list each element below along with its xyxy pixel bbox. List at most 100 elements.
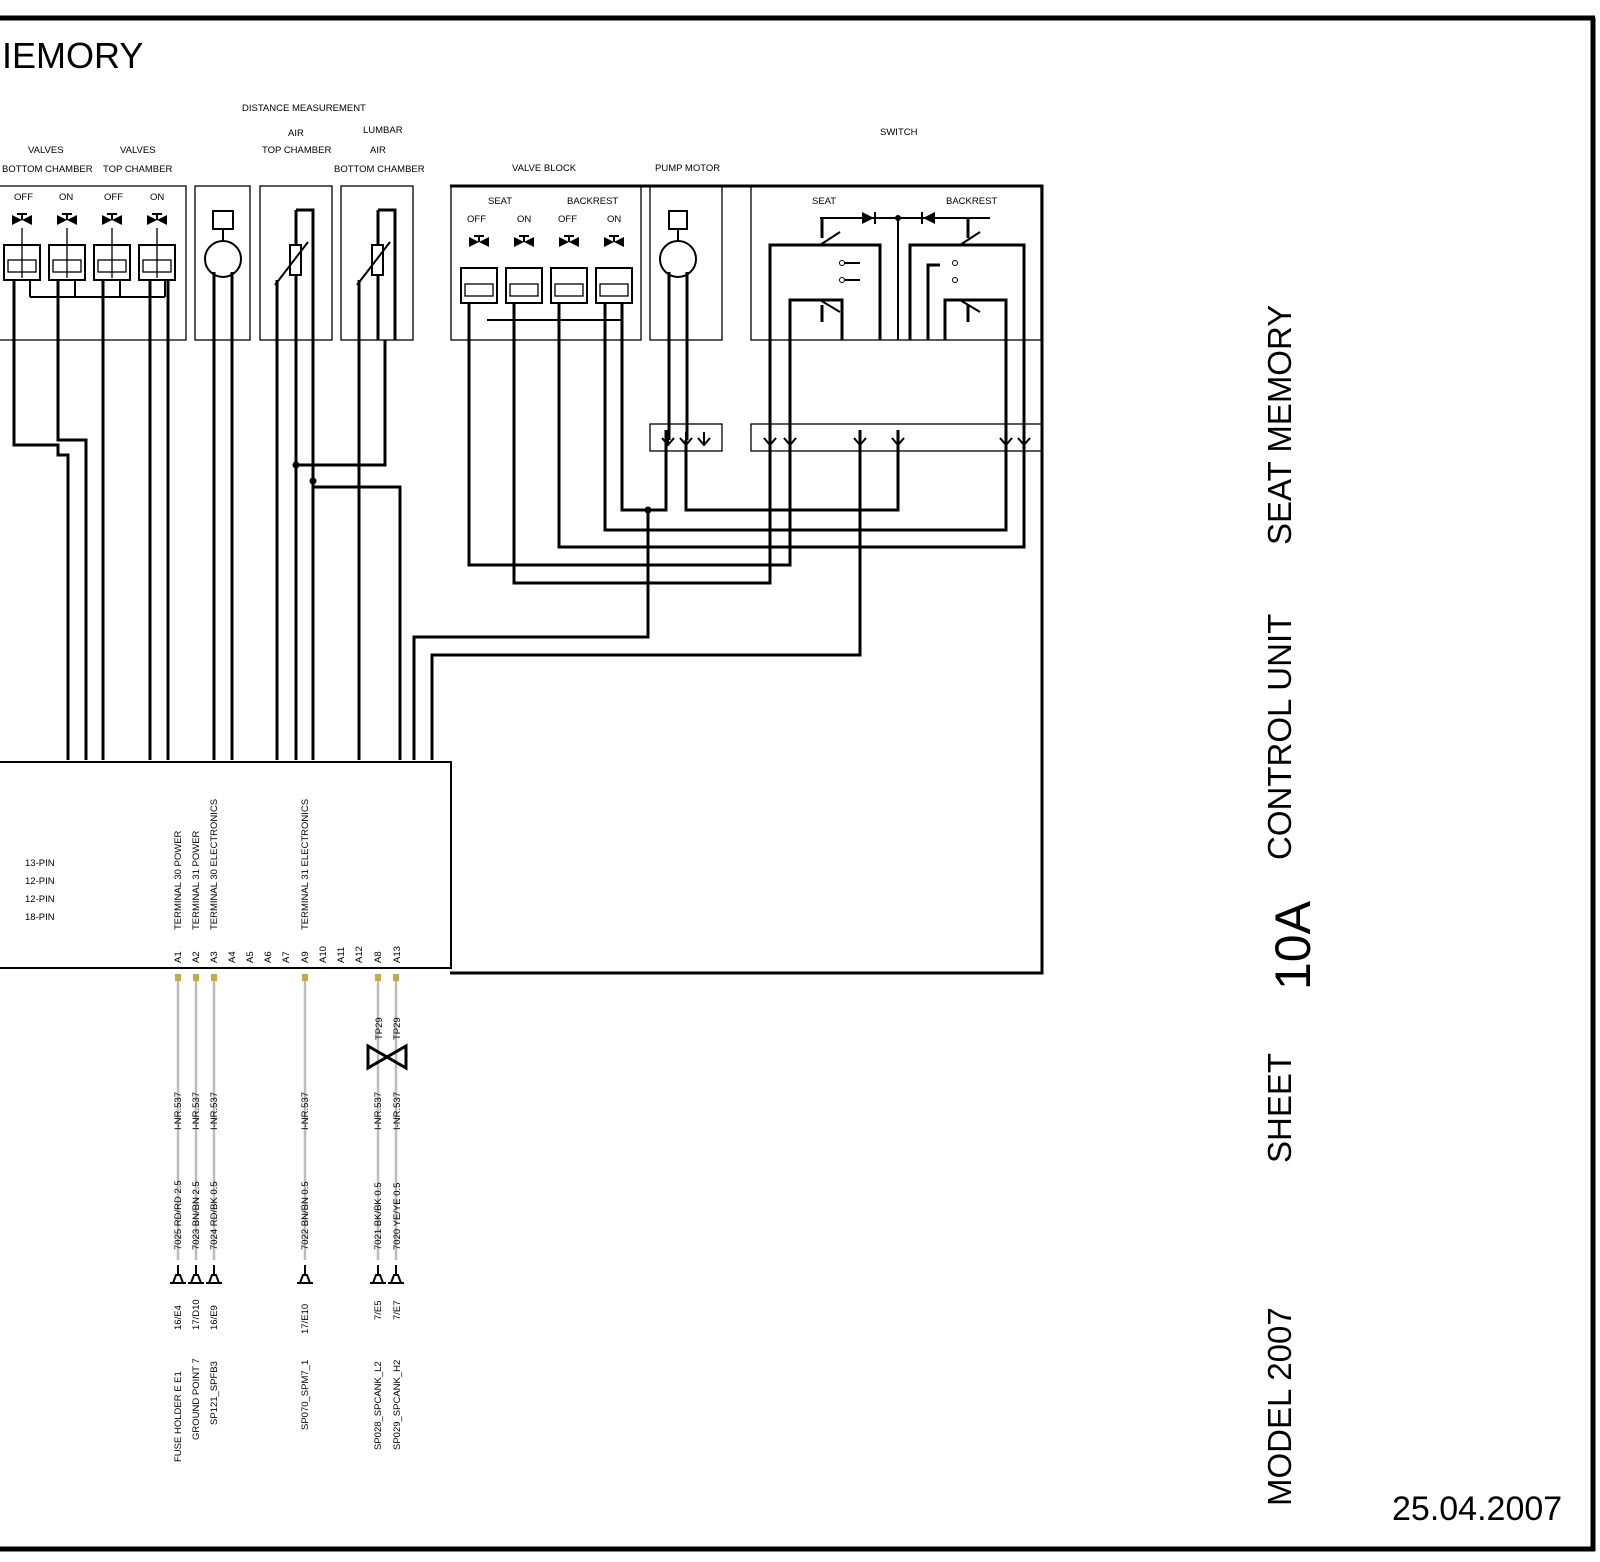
wire-a1-dest: FUSE HOLDER E E1 <box>173 1371 184 1462</box>
valve-block-state-4: ON <box>607 214 621 225</box>
pin-a8: A8 <box>373 951 384 963</box>
pin-a1: A1 <box>173 951 184 963</box>
wire-a9-dest: SP070_SPM7_1 <box>300 1360 311 1430</box>
wire-a9-harness: I-NR.537 <box>300 1092 311 1130</box>
terminal-label-a9: TERMINAL 31 ELECTRONICS <box>300 799 311 930</box>
header-bottom-chamber-1: BOTTOM CHAMBER <box>2 164 93 175</box>
wire-labels: I-NR.537 7025 RD/RD 2.5 16/E4 FUSE HOLDE… <box>173 1092 403 1462</box>
terminal-labels: TERMINAL 30 POWER TERMINAL 31 POWER TERM… <box>173 799 311 930</box>
wire-a9-ref: 17/E10 <box>300 1304 311 1334</box>
wire-a2-dest: GROUND POINT 7 <box>191 1358 202 1440</box>
valve-state-4: ON <box>150 192 164 203</box>
header-pump-motor: PUMP MOTOR <box>655 163 720 174</box>
switch-seat: SEAT <box>812 196 836 207</box>
valve-state-1: OFF <box>14 192 33 203</box>
section-headers: DISTANCE MEASUREMENT LUMBAR AIR AIR VALV… <box>2 103 918 175</box>
valve-state-labels: OFF ON OFF ON <box>14 192 164 203</box>
pin-a7: A7 <box>281 951 292 963</box>
valve-block-state-3: OFF <box>558 214 577 225</box>
pump-motor <box>412 185 900 760</box>
title-model: MODEL 2007 <box>1261 1307 1298 1506</box>
wire-a1-code: 7025 RD/RD 2.5 <box>173 1180 184 1250</box>
header-air-bottom: AIR <box>370 145 386 156</box>
external-wiring: TP29 TP29 <box>169 974 408 1284</box>
pin-a10: A10 <box>318 946 329 963</box>
pin-a9: A9 <box>300 951 311 963</box>
pin-a3: A3 <box>209 951 220 963</box>
title-fragment: IEMORY <box>2 35 143 76</box>
valve-coils-left <box>3 213 176 298</box>
tp-label-a13: TP29 <box>392 1017 403 1040</box>
wire-a9-code: 7022 BN/BN 0.5 <box>300 1181 311 1250</box>
pin-a5: A5 <box>245 951 256 963</box>
wire-a8-harness: I-NR.537 <box>373 1092 384 1130</box>
wire-a2-harness: I-NR.537 <box>191 1092 202 1130</box>
header-distance-measurement: DISTANCE MEASUREMENT <box>242 103 366 114</box>
connector-2: 12-PIN <box>25 876 55 887</box>
connector-labels: 13-PIN 12-PIN 12-PIN 18-PIN <box>25 858 55 923</box>
header-air-top: AIR <box>288 128 304 139</box>
lumbar-bottom-chamber-sensor <box>292 185 414 760</box>
title-sheet-number: 10A <box>1265 900 1321 990</box>
header-valves-2: VALVES <box>120 145 156 156</box>
terminal-label-a3: TERMINAL 30 ELECTRONICS <box>209 799 220 930</box>
valves-section: OFF ON OFF ON <box>0 185 187 760</box>
wire-a1: I-NR.537 7025 RD/RD 2.5 16/E4 FUSE HOLDE… <box>173 1092 184 1462</box>
valve-block-state-2: ON <box>517 214 531 225</box>
title-control-unit: CONTROL UNIT <box>1261 614 1298 860</box>
header-lumbar: LUMBAR <box>363 125 403 136</box>
switch-backrest: BACKREST <box>946 196 997 207</box>
header-valve-block: VALVE BLOCK <box>512 163 577 174</box>
control-unit-box: 13-PIN 12-PIN 12-PIN 18-PIN TERMINAL 30 … <box>0 761 452 969</box>
wire-a3: I-NR.537 7024 RD/BK 0.5 16/E9 SP121_SPFB… <box>209 1092 220 1425</box>
pin-a11: A11 <box>336 947 347 963</box>
pin-labels: A1 A2 A3 A4 A5 A6 A7 A9 A10 A11 A12 A8 A… <box>173 946 403 963</box>
title-date: 25.04.2007 <box>1392 1490 1562 1528</box>
wire-a8-ref: 7/E5 <box>373 1300 384 1320</box>
pin-a4: A4 <box>227 951 238 963</box>
page-frame <box>0 15 1596 1552</box>
wire-a2-code: 7023 BN/BN 2.5 <box>191 1181 202 1250</box>
valve-block-state-1: OFF <box>467 214 486 225</box>
wire-a13-dest: SP029_SPCANK_H2 <box>392 1360 403 1450</box>
wire-a3-code: 7024 RD/BK 0.5 <box>209 1181 220 1250</box>
header-bottom-chamber-2: BOTTOM CHAMBER <box>334 164 425 175</box>
connector-3: 12-PIN <box>25 894 55 905</box>
wire-a8: I-NR.537 7021 BK/BK 0.5 7/E5 SP028_SPCAN… <box>373 1092 384 1450</box>
wire-a13-code: 7020 YE/YE 0.5 <box>392 1183 403 1250</box>
valve-block-backrest: BACKREST <box>567 196 618 207</box>
wire-a3-dest: SP121_SPFB3 <box>209 1361 220 1425</box>
valve-block: SEAT BACKREST OFF ON OFF ON <box>450 185 1026 585</box>
title-seat-memory: SEAT MEMORY <box>1261 305 1298 545</box>
distance-sensor <box>194 185 251 760</box>
wire-a2: I-NR.537 7023 BN/BN 2.5 17/D10 GROUND PO… <box>191 1092 202 1440</box>
component-housing <box>450 184 1044 975</box>
header-top-chamber-2: TOP CHAMBER <box>262 145 331 156</box>
wire-a9: I-NR.537 7022 BN/BN 0.5 17/E10 SP070_SPM… <box>300 1092 311 1430</box>
wire-a13: I-NR.537 7020 YE/YE 0.5 7/E7 SP029_SPCAN… <box>392 1092 403 1450</box>
wire-a13-harness: I-NR.537 <box>392 1092 403 1130</box>
header-switch: SWITCH <box>880 127 918 138</box>
title-sheet: SHEET <box>1261 1053 1298 1163</box>
connector-1: 13-PIN <box>25 858 55 869</box>
terminal-label-a2: TERMINAL 31 POWER <box>191 830 202 930</box>
pin-a12: A12 <box>354 946 365 963</box>
pin-a2: A2 <box>191 951 202 963</box>
pin-a6: A6 <box>263 951 274 963</box>
tp-label-a8: TP29 <box>374 1017 385 1040</box>
valve-wires <box>12 280 170 760</box>
seat-switch: SEAT BACKREST <box>430 185 1043 760</box>
wire-a8-dest: SP028_SPCANK_L2 <box>373 1361 384 1450</box>
connector-4: 18-PIN <box>25 912 55 923</box>
wire-a2-ref: 17/D10 <box>191 1299 202 1330</box>
air-top-chamber-sensor <box>259 185 402 760</box>
valve-state-2: ON <box>59 192 73 203</box>
header-valves-1: VALVES <box>28 145 64 156</box>
pin-a13: A13 <box>392 946 403 963</box>
wire-a1-harness: I-NR.537 <box>173 1092 184 1130</box>
wire-a3-harness: I-NR.537 <box>209 1092 220 1130</box>
valve-block-seat: SEAT <box>488 196 512 207</box>
header-top-chamber-1: TOP CHAMBER <box>103 164 172 175</box>
title-block: SEAT MEMORY CONTROL UNIT 10A SHEET MODEL… <box>1261 305 1562 1528</box>
